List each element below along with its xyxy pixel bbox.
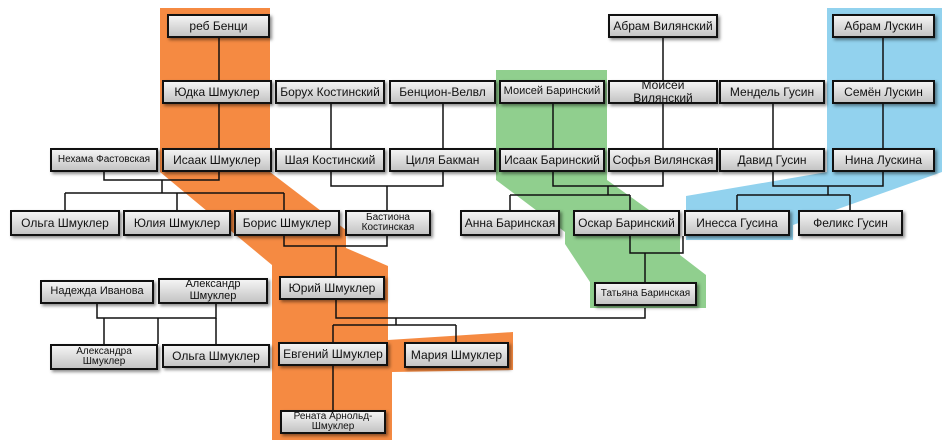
person-yuri-shmukler[interactable]: Юрий Шмуклер (279, 276, 385, 300)
person-name: Борис Шмуклер (242, 215, 332, 230)
person-name: Феликс Гусин (813, 215, 888, 230)
person-name: Оскар Баринский (578, 215, 675, 230)
person-tsilya-bakman[interactable]: Циля Бакман (389, 148, 496, 172)
person-abram-luskin[interactable]: Абрам Лускин (832, 14, 935, 38)
person-bention-velvl[interactable]: Бенцион-Велвл (389, 80, 496, 104)
person-name: Юдка Шмуклер (174, 84, 260, 99)
person-name: Бастиона Костинская (361, 211, 415, 233)
person-name: Мендель Гусин (729, 84, 815, 99)
person-name: Софья Вилянская (612, 152, 714, 167)
person-name: Давид Гусин (737, 152, 807, 167)
person-aleksandra-shmukler[interactable]: Александра Шмуклер (50, 344, 158, 370)
person-name: Исаак Шмуклер (173, 152, 261, 167)
person-name: Абрам Лускин (844, 18, 923, 33)
person-nadezhda-ivanova[interactable]: Надежда Иванова (40, 280, 154, 304)
person-semyon-luskin[interactable]: Семён Лускин (832, 80, 935, 104)
person-borukh-kostinsky[interactable]: Борух Костинский (275, 80, 385, 104)
person-renata-arnold-shmukler[interactable]: Рената Арнольд-Шмуклер (280, 410, 386, 434)
person-nekhama-fastovskaya[interactable]: Нехама Фастовская (50, 148, 158, 172)
person-name: Абрам Вилянский (613, 18, 713, 33)
person-name: Александр Шмуклер (185, 278, 241, 302)
person-name: Нехама Фастовская (57, 153, 151, 165)
person-boris-shmukler[interactable]: Борис Шмуклер (234, 210, 340, 236)
person-shaya-kostinsky[interactable]: Шая Костинский (275, 148, 385, 172)
person-oskar-barinsky[interactable]: Оскар Баринский (573, 210, 680, 236)
person-moisei-vilyansky[interactable]: Моисей Вилянский (608, 78, 718, 105)
person-name: Шая Костинский (284, 152, 376, 167)
person-isaak-shmukler[interactable]: Исаак Шмуклер (162, 148, 272, 172)
person-bastiona-kostinskaya[interactable]: Бастиона Костинская (345, 210, 431, 236)
person-moisei-barinsky[interactable]: Моисей Баринский (499, 80, 605, 104)
person-abram-vilyansky[interactable]: Абрам Вилянский (608, 14, 718, 38)
blue-lineage-band (686, 8, 942, 240)
person-name: Анна Баринская (464, 215, 556, 230)
person-name: Юрий Шмуклер (288, 280, 376, 295)
person-name: Евгений Шмуклер (283, 346, 383, 361)
person-name: Александра Шмуклер (76, 345, 132, 367)
person-olga-shmukler-2[interactable]: Ольга Шмуклер (162, 344, 270, 368)
connector-lines (64, 38, 884, 410)
person-nina-luskina[interactable]: Нина Лускина (832, 148, 935, 172)
person-name: Ольга Шмуклер (172, 348, 260, 363)
person-name: Циля Бакман (405, 152, 480, 167)
person-name: Надежда Иванова (50, 285, 144, 298)
person-yulia-shmukler[interactable]: Юлия Шмуклер (123, 210, 231, 236)
person-name: Семён Лускин (844, 84, 923, 99)
person-inessa-gusina[interactable]: Инесса Гусина (684, 210, 790, 236)
person-sofya-vilyanskaya[interactable]: Софья Вилянская (608, 148, 718, 172)
person-feliks-gusin[interactable]: Феликс Гусин (798, 210, 903, 236)
person-name: Исаак Баринский (504, 152, 600, 167)
person-name: Борух Костинский (280, 84, 380, 99)
person-tatyana-barinskaya[interactable]: Татьяна Баринская (594, 282, 697, 306)
person-name: Моисей Баринский (503, 85, 601, 98)
person-isaak-barinsky[interactable]: Исаак Баринский (499, 148, 605, 172)
person-name: реб Бенци (189, 18, 248, 33)
person-aleksandr-shmukler[interactable]: Александр Шмуклер (158, 278, 268, 304)
person-name: Бенцион-Велвл (399, 84, 486, 99)
person-name: Нина Лускина (844, 152, 923, 167)
person-olga-shmukler[interactable]: Ольга Шмуклер (10, 210, 120, 236)
person-yudka-shmukler[interactable]: Юдка Шмуклер (162, 80, 272, 104)
person-david-gusin[interactable]: Давид Гусин (719, 148, 825, 172)
person-anna-barinskaya[interactable]: Анна Баринская (460, 210, 560, 236)
person-name: Инесса Гусина (696, 215, 778, 230)
person-maria-shmukler[interactable]: Мария Шмуклер (404, 342, 509, 368)
person-name: Рената Арнольд-Шмуклер (293, 410, 373, 432)
green-lineage-band (496, 70, 706, 308)
person-name: Ольга Шмуклер (21, 215, 109, 230)
person-name: Мария Шмуклер (410, 347, 503, 362)
person-name: Юлия Шмуклер (133, 215, 221, 230)
person-name: Татьяна Баринская (600, 287, 691, 299)
person-evgeni-shmukler[interactable]: Евгений Шмуклер (278, 342, 388, 366)
person-name: Моисей Вилянский (633, 78, 693, 105)
person-mendel-gusin[interactable]: Мендель Гусин (719, 80, 825, 104)
person-reb-bentsi[interactable]: реб Бенци (167, 14, 270, 38)
